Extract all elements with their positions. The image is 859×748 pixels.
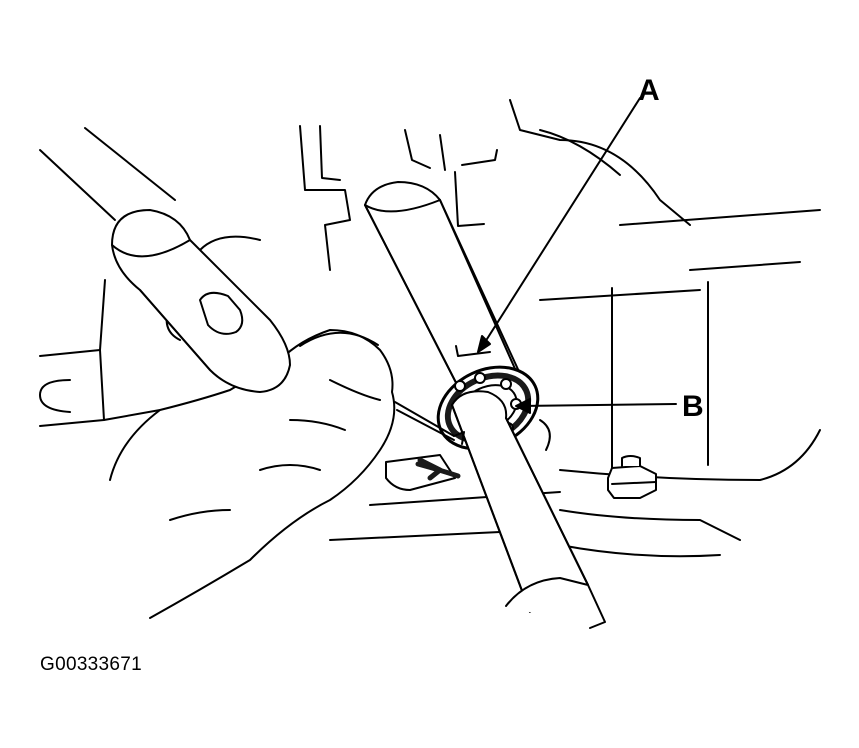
direction-arrow-icon xyxy=(386,455,458,490)
pick-tool xyxy=(395,402,464,444)
screwdriver-tool xyxy=(40,128,290,392)
leader-line-b xyxy=(520,404,676,406)
leader-line-a xyxy=(480,98,640,350)
callout-label-b: B xyxy=(682,390,704,423)
inner-shaft xyxy=(452,391,605,628)
bolt-icon xyxy=(608,456,656,498)
hand-illustration xyxy=(110,330,394,618)
figure-id: G00333671 xyxy=(40,654,143,675)
housing-background xyxy=(40,100,820,556)
callout-label-a: A xyxy=(638,74,660,107)
leader-lines xyxy=(478,98,676,413)
leader-arrow-b xyxy=(516,399,530,413)
leader-arrow-a xyxy=(478,336,490,352)
